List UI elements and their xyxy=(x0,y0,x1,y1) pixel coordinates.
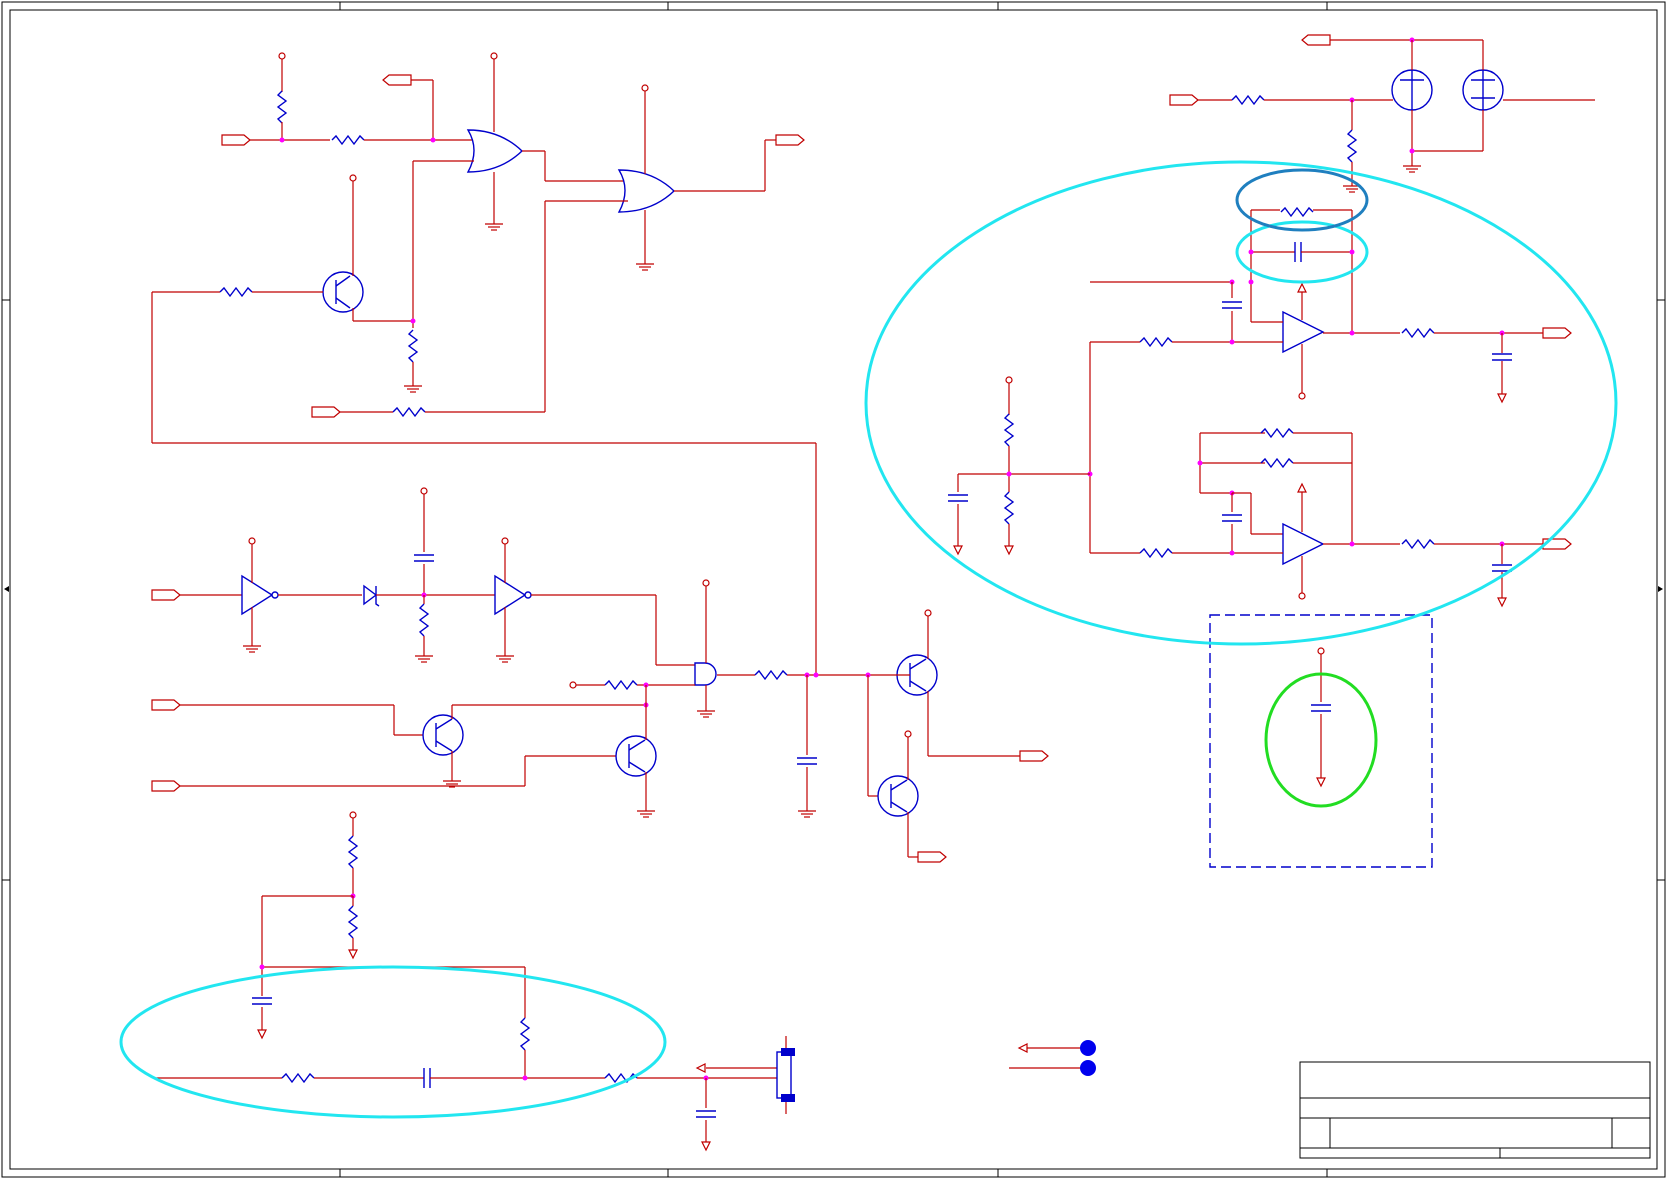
schmitt-trigger xyxy=(495,576,525,614)
input-port-c xyxy=(152,590,180,600)
dashed-placeholder-box xyxy=(1210,615,1432,867)
output-port-q5 xyxy=(1020,751,1048,761)
output-port-or2 xyxy=(776,135,804,145)
output-port-q6 xyxy=(918,852,946,862)
input-port-b xyxy=(312,407,340,417)
buffer-schmitt-chain xyxy=(152,488,1048,862)
signal-markers xyxy=(1009,1040,1096,1076)
opamp-1 xyxy=(1283,312,1323,352)
or-gate-2 xyxy=(619,170,674,212)
output-port-mosfet xyxy=(1302,35,1330,45)
or-gate-1 xyxy=(468,130,522,172)
npn-transistor xyxy=(323,272,363,312)
zener-diode xyxy=(364,586,376,604)
output-port-opamp1 xyxy=(1543,328,1571,338)
highlight-bottom-rc xyxy=(121,967,665,1117)
input-port-d xyxy=(152,700,180,710)
opamp-2 xyxy=(1283,524,1323,564)
input-port-e xyxy=(152,781,180,791)
output-port-or1 xyxy=(383,75,411,85)
title-block xyxy=(1300,1062,1650,1158)
and-gate xyxy=(695,663,716,685)
bottom-rc-network xyxy=(156,812,795,1150)
connector-j1 xyxy=(777,1052,791,1098)
dual-opamp-filter-block xyxy=(948,208,1571,606)
transistor-q3 xyxy=(423,715,463,755)
input-port-mosfet xyxy=(1170,95,1198,105)
highlight-opamp-block xyxy=(866,162,1616,644)
buffer-1 xyxy=(242,576,272,614)
transistor-q6 xyxy=(878,776,918,816)
mosfet-switch-block xyxy=(1170,35,1595,192)
input-port-a xyxy=(222,135,250,145)
transistor-q4 xyxy=(616,736,656,776)
